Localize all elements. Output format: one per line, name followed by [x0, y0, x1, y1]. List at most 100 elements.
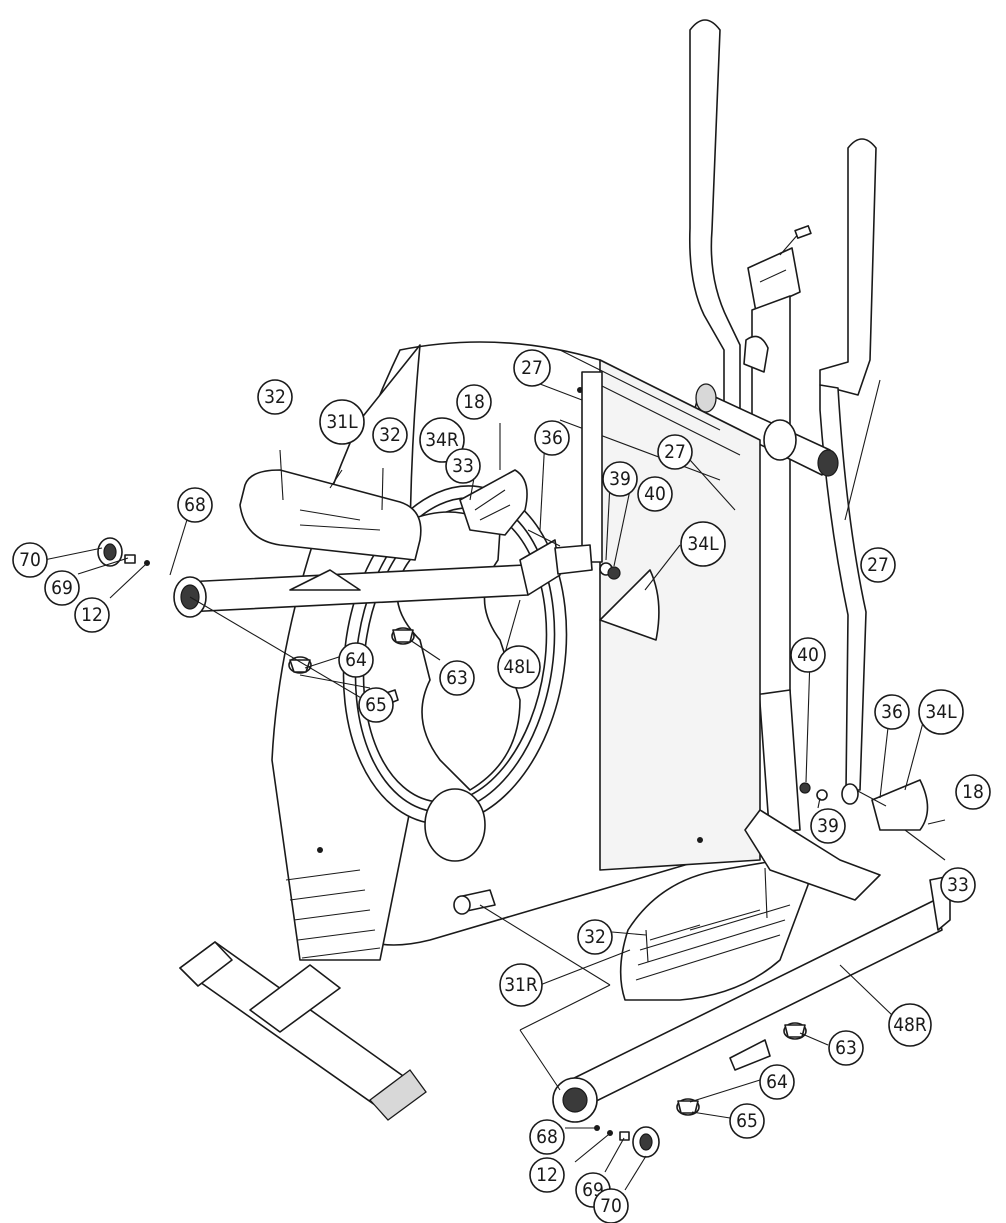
callout-34l-a: 34L — [680, 521, 726, 567]
callout-number: 27 — [521, 357, 543, 379]
callout-70-a: 70 — [12, 542, 48, 578]
callout-number: 68 — [536, 1126, 558, 1148]
callout-circle — [810, 808, 846, 844]
callout-number: 48L — [503, 656, 535, 678]
callout-circle — [888, 1003, 932, 1047]
callout-number: 39 — [609, 468, 631, 490]
callout-number: 70 — [600, 1195, 622, 1217]
callout-63-a: 63 — [439, 660, 475, 696]
callout-48r-48r: 48R — [888, 1003, 932, 1047]
callout-number: 64 — [345, 649, 367, 671]
callout-circle — [637, 476, 673, 512]
callout-number: 40 — [644, 483, 666, 505]
callout-number: 36 — [881, 701, 903, 723]
callout-number: 34R — [425, 429, 459, 451]
callout-circle — [358, 687, 394, 723]
callout-18-a: 18 — [456, 384, 492, 420]
callout-circle — [602, 461, 638, 497]
right-pedal-knobs — [676, 1022, 807, 1116]
callout-27-b: 27 — [657, 434, 693, 470]
left-pedal-knobs — [288, 627, 415, 674]
callout-32-c: 32 — [577, 919, 613, 955]
callout-circle — [680, 521, 726, 567]
callout-68-b: 68 — [529, 1119, 565, 1155]
callout-circle — [529, 1157, 565, 1193]
callout-number: 40 — [797, 644, 819, 666]
callout-circle — [513, 349, 551, 387]
callout-40-a: 40 — [637, 476, 673, 512]
callout-circle — [372, 417, 408, 453]
callout-32-b: 32 — [372, 417, 408, 453]
callout-number: 27 — [867, 554, 889, 576]
callout-number: 12 — [536, 1164, 558, 1186]
left-rear-cover — [459, 469, 528, 536]
right-pedal-arm — [552, 875, 951, 1123]
left-pedal-arm — [173, 539, 561, 618]
callout-65-b: 65 — [729, 1103, 765, 1139]
callout-circle — [657, 434, 693, 470]
callout-64-a: 64 — [338, 642, 374, 678]
callout-circle — [44, 570, 80, 606]
callout-number: 32 — [584, 926, 606, 948]
callout-number: 34L — [925, 701, 957, 723]
left-end-cap-group — [97, 537, 150, 567]
right-pedal — [619, 859, 810, 1001]
callout-circle — [419, 417, 465, 463]
callout-circle — [729, 1103, 765, 1139]
callout-circle — [497, 645, 541, 689]
callout-circle — [257, 379, 293, 415]
callout-39-b: 39 — [810, 808, 846, 844]
callout-number: 65 — [365, 694, 387, 716]
callout-circle — [319, 399, 365, 445]
callout-number: 39 — [817, 815, 839, 837]
callout-40-b: 40 — [790, 637, 826, 673]
callout-number: 63 — [835, 1037, 857, 1059]
callout-33-a: 33 — [445, 448, 481, 484]
callout-39-a: 39 — [602, 461, 638, 497]
callout-number: 63 — [446, 667, 468, 689]
callout-64-b: 64 — [759, 1064, 795, 1100]
callout-33-b: 33 — [940, 867, 976, 903]
callout-number: 69 — [51, 577, 73, 599]
callout-number: 32 — [379, 424, 401, 446]
callout-circle — [593, 1188, 629, 1223]
callout-circle — [860, 547, 896, 583]
front-stabilizer — [179, 941, 427, 1121]
callout-circle — [529, 1119, 565, 1155]
callout-circle — [439, 660, 475, 696]
callout-circle — [338, 642, 374, 678]
callout-circle — [874, 694, 910, 730]
callout-31l-31l: 31L — [319, 399, 365, 445]
left-lower-arm — [527, 371, 660, 641]
callout-circle — [790, 637, 826, 673]
callout-number: 33 — [452, 455, 474, 477]
callout-circle — [456, 384, 492, 420]
callout-12-a: 12 — [74, 597, 110, 633]
callout-34r-34r: 34R — [419, 417, 465, 463]
callout-36-b: 36 — [874, 694, 910, 730]
callout-70-b: 70 — [593, 1188, 629, 1223]
right-rear-cover — [799, 779, 929, 831]
pivot-shaft — [693, 335, 839, 477]
callout-number: 33 — [947, 874, 969, 896]
callout-36-a: 36 — [534, 420, 570, 456]
callout-48l-48l: 48L — [497, 645, 541, 689]
callout-32-a: 32 — [257, 379, 293, 415]
callout-circle — [74, 597, 110, 633]
callout-number: 31L — [326, 411, 358, 433]
callout-number: 48R — [893, 1014, 927, 1036]
callout-12-b: 12 — [529, 1157, 565, 1193]
callout-circle — [918, 689, 964, 735]
callout-circle — [12, 542, 48, 578]
callout-number: 64 — [766, 1071, 788, 1093]
callout-63-b: 63 — [828, 1030, 864, 1066]
callout-68-a: 68 — [177, 487, 213, 523]
callout-number: 31R — [504, 974, 538, 996]
callout-31r-31r: 31R — [499, 963, 543, 1007]
callout-27-c: 27 — [860, 547, 896, 583]
callout-circle — [940, 867, 976, 903]
callout-number: 12 — [81, 604, 103, 626]
callout-number: 36 — [541, 427, 563, 449]
callout-leaders — [43, 379, 946, 1191]
